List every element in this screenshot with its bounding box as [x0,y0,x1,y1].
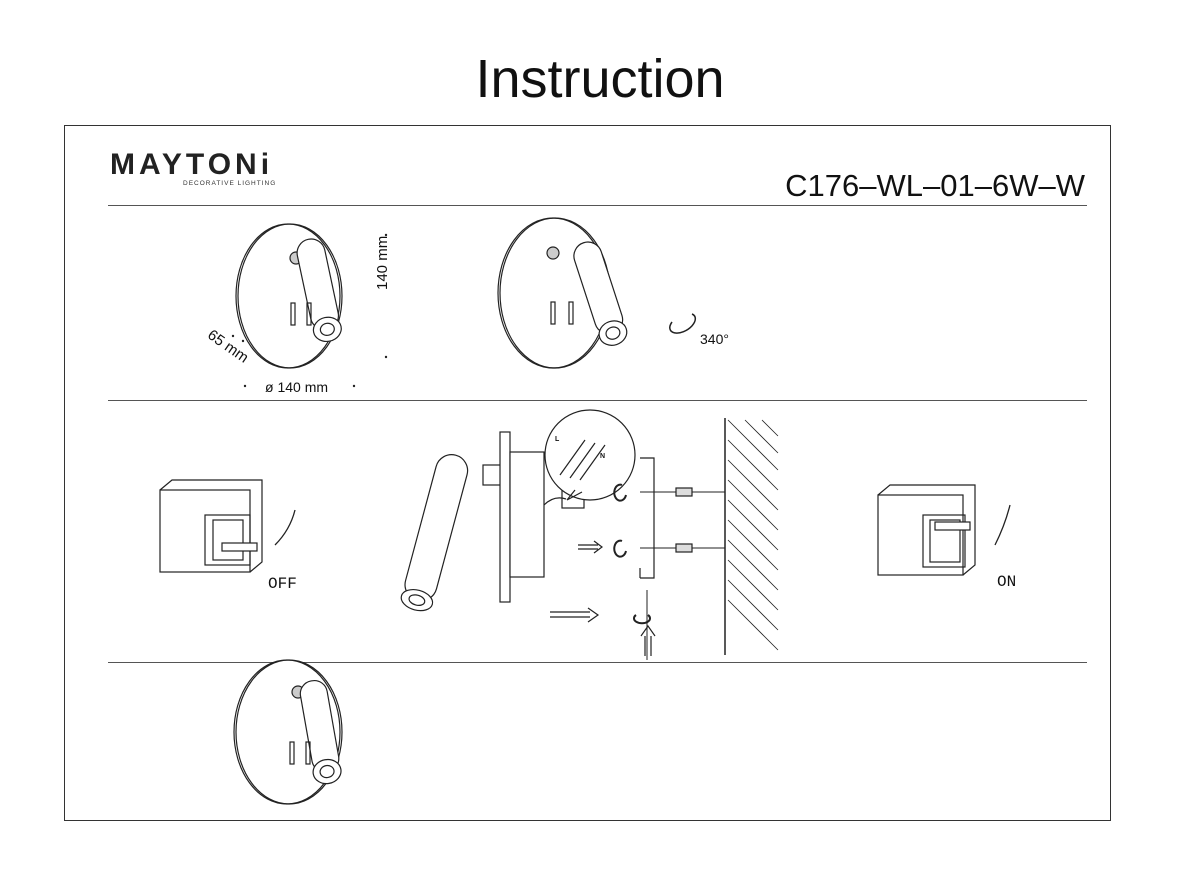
brand-tagline: DECORATIVE LIGHTING [183,180,277,187]
live-wire-label: L [555,436,560,443]
rotation-label: 340° [700,331,729,347]
lamp-dimensions-drawing [231,223,388,388]
height-label: 140 mm [374,235,391,290]
installation-drawing [400,409,779,660]
lamp-final-drawing [233,659,343,805]
page-title: Instruction [475,49,725,109]
model-number: C176–WL–01–6W–W [785,168,1085,203]
brand-logo: MAYTONi [110,148,274,181]
switch-on-label: ON [997,573,1017,591]
diameter-label: ø 140 mm [265,379,329,395]
wall-hatching [727,419,779,651]
divider [108,400,1087,401]
divider [108,205,1087,206]
switch-off-label: OFF [268,575,297,593]
switch-off-drawing [159,479,296,573]
neutral-wire-label: N [600,453,606,460]
instruction-frame [64,125,1111,821]
divider [108,662,1087,663]
switch-on-drawing [877,484,1011,576]
lamp-rotation-drawing [497,217,697,369]
